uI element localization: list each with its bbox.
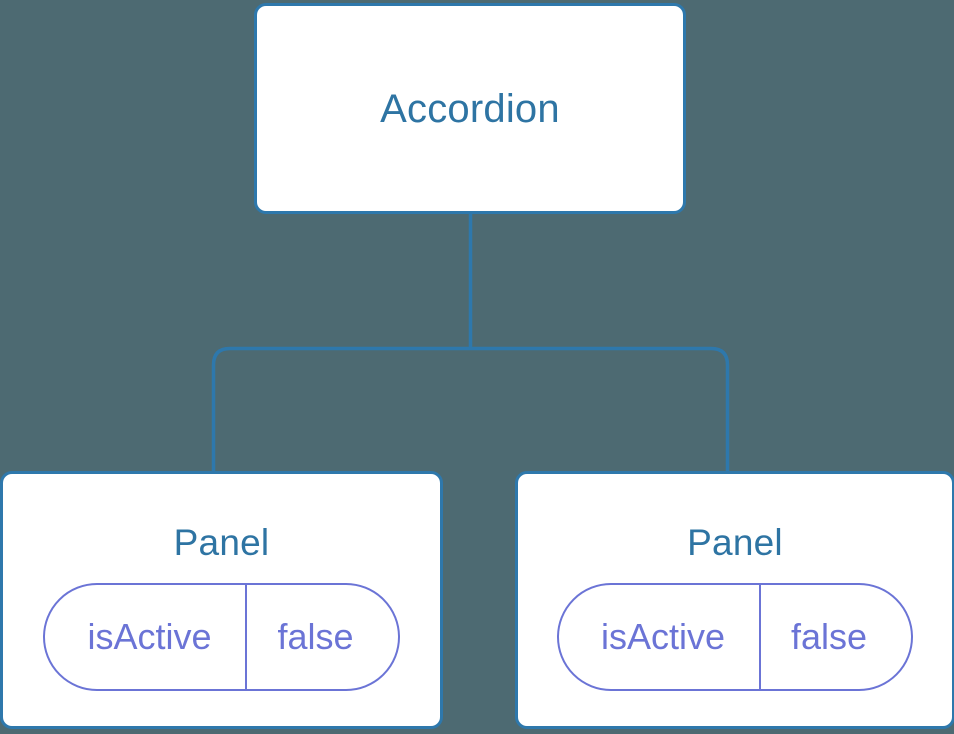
node-panel-1-prop-pill[interactable]: isActive false bbox=[43, 583, 400, 691]
connector-to-panel-2 bbox=[470, 346, 730, 472]
node-accordion[interactable]: Accordion bbox=[254, 3, 686, 214]
node-accordion-label: Accordion bbox=[380, 86, 560, 131]
node-panel-2-prop-value: false bbox=[790, 616, 868, 657]
node-panel-1[interactable]: Panel isActive false bbox=[0, 471, 443, 729]
node-panel-2[interactable]: Panel isActive false bbox=[515, 471, 954, 729]
node-panel-1-prop-key: isActive bbox=[45, 585, 248, 689]
node-panel-2-prop-pill[interactable]: isActive false bbox=[556, 583, 914, 691]
node-panel-2-label: Panel bbox=[687, 522, 783, 563]
node-panel-1-label: Panel bbox=[173, 522, 270, 563]
node-panel-2-prop-key: isActive bbox=[559, 585, 761, 689]
node-panel-1-prop-value: false bbox=[277, 616, 354, 657]
connector-to-panel-1 bbox=[211, 346, 471, 472]
